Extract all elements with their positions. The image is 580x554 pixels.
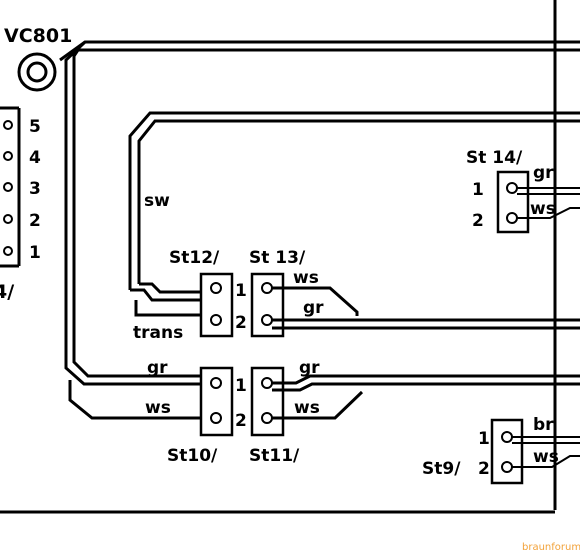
- left-pin-2: [3, 214, 13, 224]
- vc801-inner-ring: [26, 61, 48, 83]
- wire-label-st10-ws: ws: [145, 398, 171, 418]
- st9-label: St9/: [422, 459, 461, 479]
- st10-pin-2: [210, 412, 222, 424]
- st10-11-pin-number-2: 2: [235, 411, 247, 431]
- left-pin-5: [3, 120, 13, 130]
- left-pin-1: [3, 246, 13, 256]
- wire-label-st11-ws: ws: [294, 398, 320, 418]
- wire-label-st9-ws: ws: [533, 447, 559, 467]
- st12-13-pin-number-1: 1: [235, 281, 247, 301]
- inner-loop-wire-b: [137, 119, 580, 284]
- st13-ws-wire: [272, 286, 359, 316]
- st9-pin-number-2: 2: [478, 459, 490, 479]
- outer-loop-wire-c: [64, 40, 200, 386]
- st9-pin-number-1: 1: [478, 429, 490, 449]
- st9-pin-1: [501, 431, 513, 443]
- st14-pin-2: [506, 212, 518, 224]
- st12-pin-2: [210, 314, 222, 326]
- st11-pin-1: [261, 377, 273, 389]
- wire-label-st13-gr: gr: [303, 298, 324, 318]
- st11-ws-wire: [272, 390, 364, 420]
- st12-13-pin-number-2: 2: [235, 313, 247, 333]
- left-pin-3: [3, 182, 13, 192]
- wire-label-st9-br: br: [533, 415, 554, 435]
- left-pin-label-4: 4: [29, 148, 41, 168]
- st9-pin-2: [501, 461, 513, 473]
- st12-label: St12/: [169, 248, 220, 268]
- st9-ws-wire: [512, 455, 580, 468]
- st12-pin-1: [210, 282, 222, 294]
- st11-gr-wire-b: [272, 382, 580, 392]
- wire-label-st14-gr: gr: [533, 163, 554, 183]
- wire-label-st10-gr: gr: [147, 358, 168, 378]
- left-connector-label: 4/: [0, 281, 14, 303]
- st14-pin-number-2: 2: [472, 211, 484, 231]
- st10-11-pin-number-1: 1: [235, 376, 247, 396]
- wire-label-sw: sw: [144, 191, 170, 211]
- st13-label: St 13/: [249, 248, 306, 268]
- st11-gr-wire: [272, 374, 580, 385]
- wire-label-st13-ws: ws: [293, 268, 319, 288]
- wire-label-trans: trans: [133, 323, 183, 343]
- sw-wire-to-st12-b: [139, 282, 200, 294]
- wire-label-st14-ws: ws: [530, 199, 556, 219]
- vc801-outer-ring: [17, 52, 57, 92]
- st14-pin-number-1: 1: [472, 180, 484, 200]
- st11-label: St11/: [249, 446, 300, 466]
- st14-pin-1: [506, 182, 518, 194]
- left-pin-label-2: 2: [29, 211, 41, 231]
- st10-pin-1: [210, 377, 222, 389]
- left-pin-label-3: 3: [29, 179, 41, 199]
- st14-label: St 14/: [466, 148, 523, 168]
- left-connector: [0, 106, 21, 268]
- st11-pin-2: [261, 412, 273, 424]
- left-pin-label-1: 1: [29, 243, 41, 263]
- left-pin-label-5: 5: [29, 117, 41, 137]
- trans-wire: [134, 300, 200, 317]
- wire-label-st11-gr: gr: [299, 358, 320, 378]
- st13-pin-1: [261, 282, 273, 294]
- outer-loop-wire-e: [68, 380, 200, 420]
- outer-loop-wire-d: [72, 49, 200, 378]
- st13-pin-2: [261, 314, 273, 326]
- watermark-text: braunforum: [522, 542, 580, 553]
- st14-ws-wire: [517, 207, 580, 219]
- st10-label: St10/: [167, 446, 218, 466]
- sw-wire-to-st12-a: [130, 288, 200, 302]
- left-pin-4: [3, 151, 13, 161]
- vc801-label: VC801: [4, 25, 72, 47]
- st9-connector-body: [490, 418, 524, 485]
- inner-loop-wire-a: [128, 111, 580, 290]
